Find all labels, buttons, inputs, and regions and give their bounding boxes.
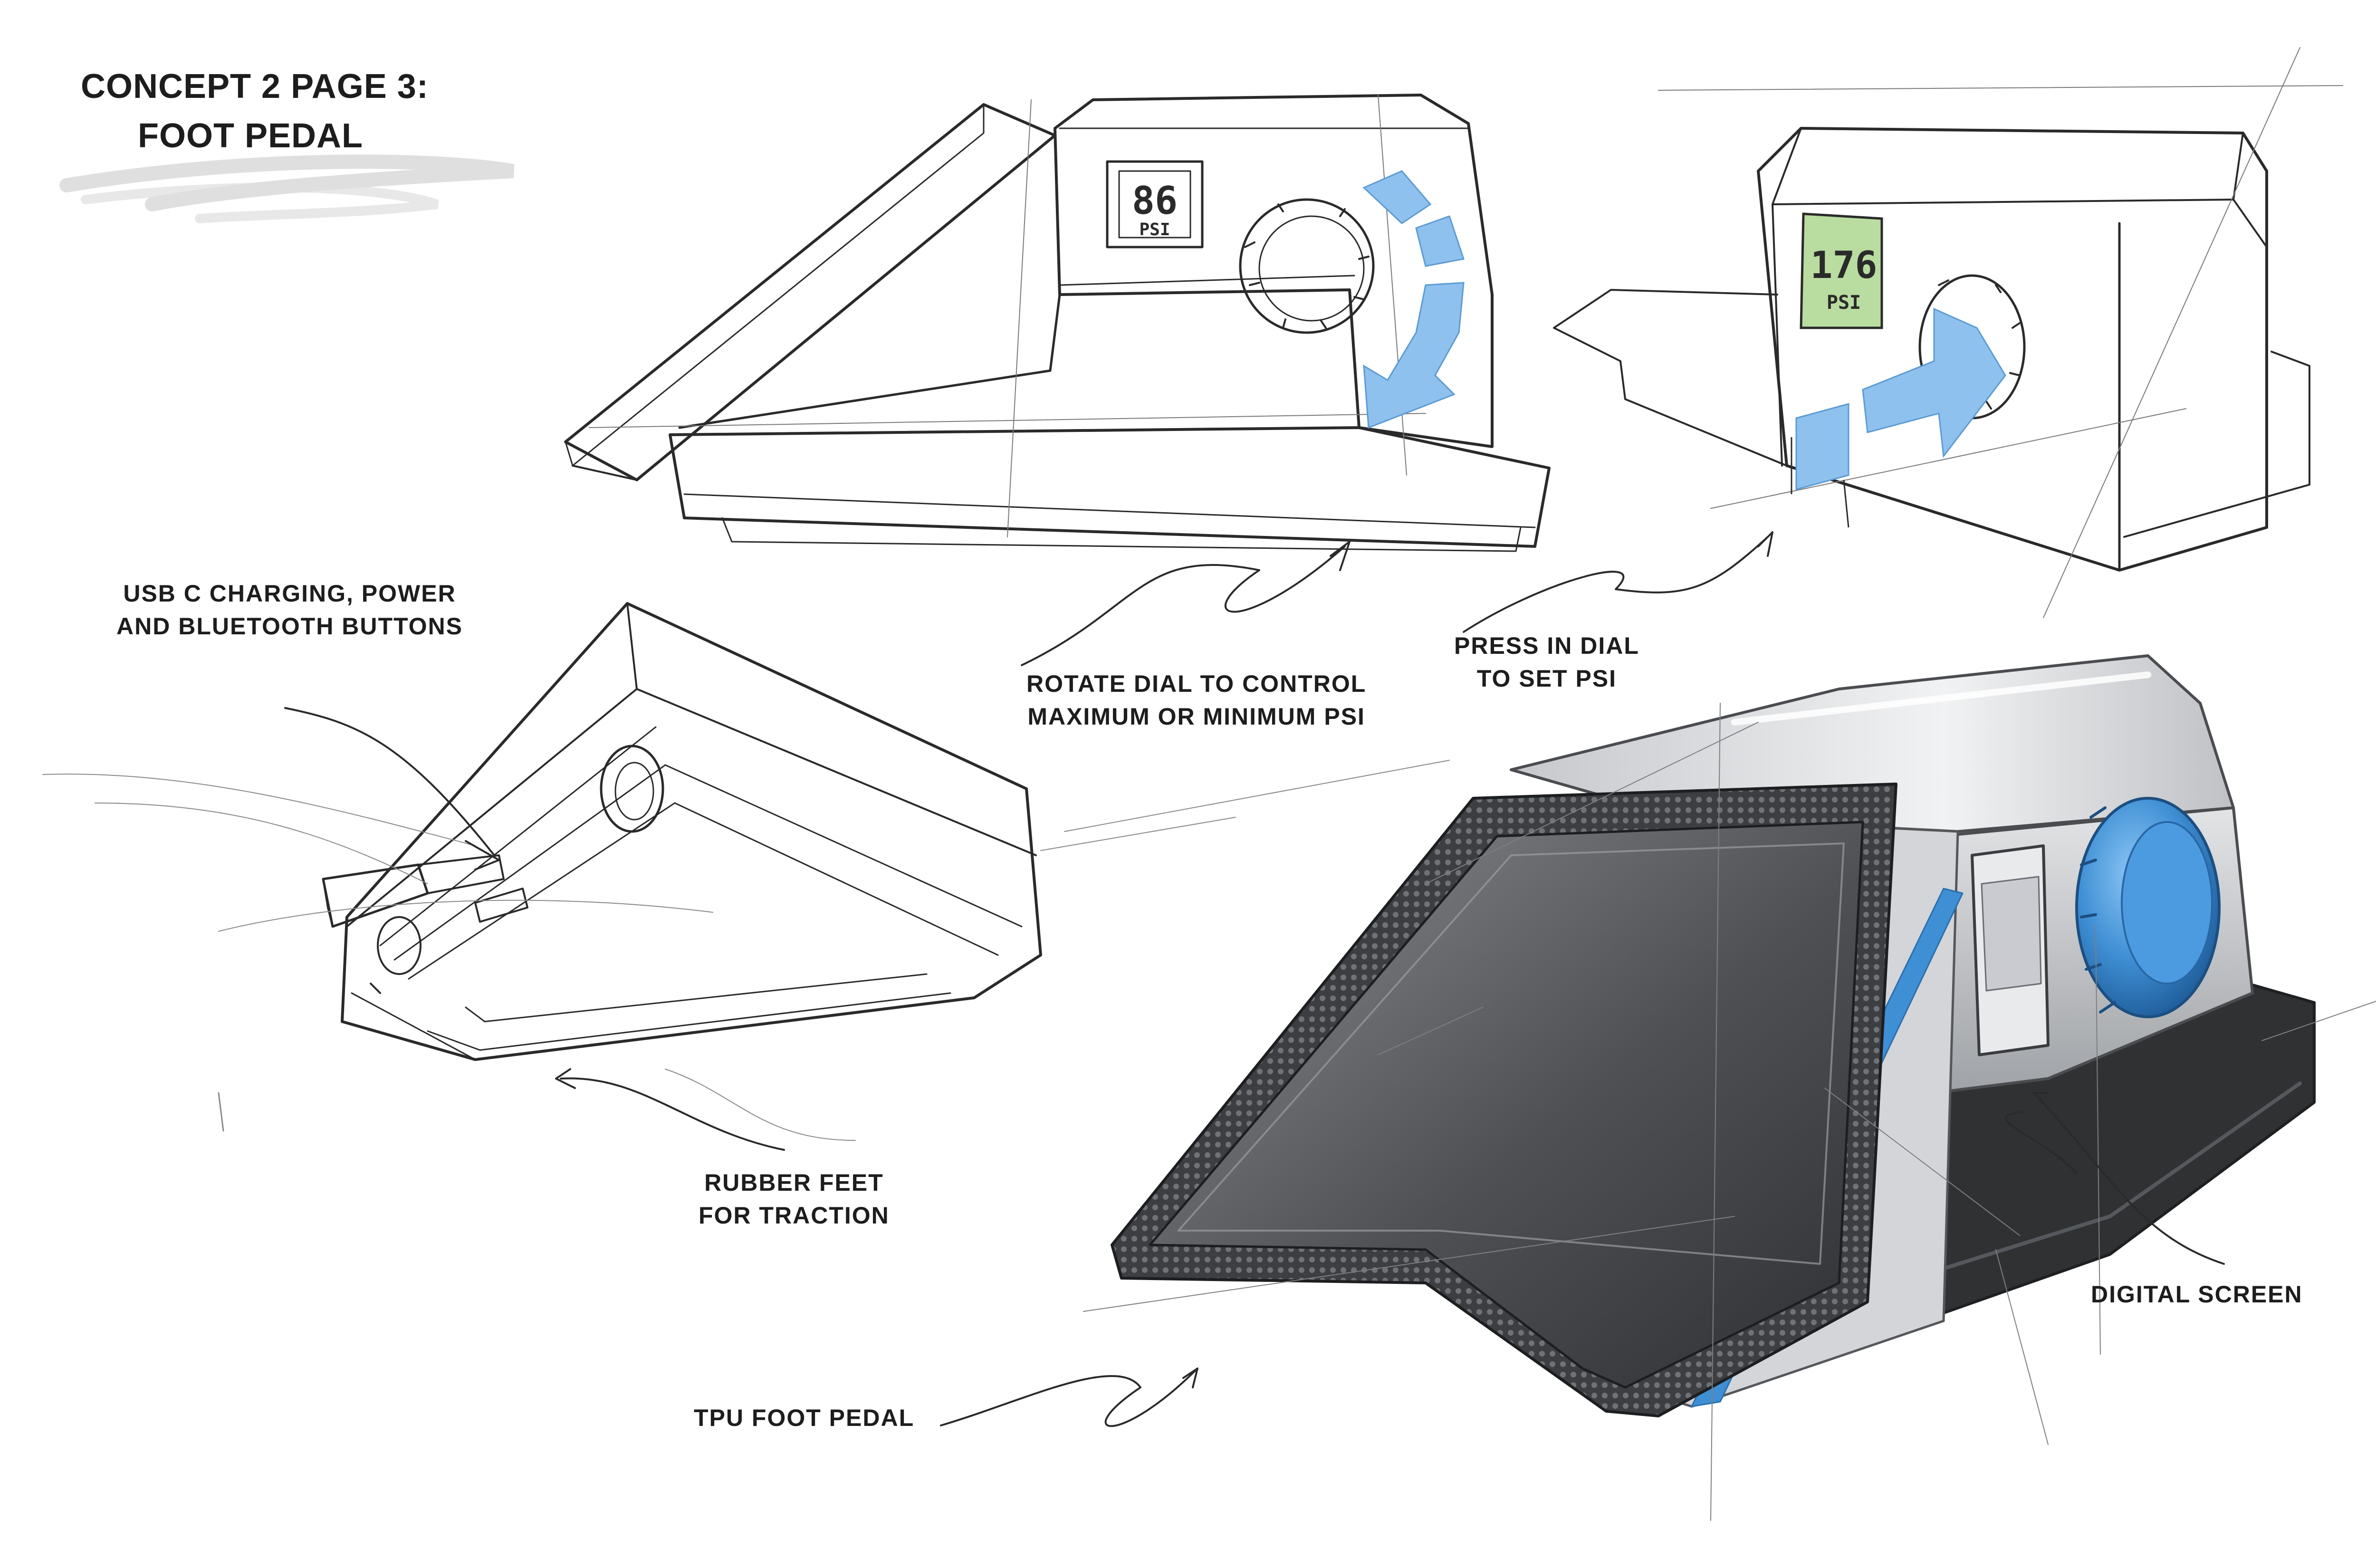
page-title: CONCEPT 2 PAGE 3: FOOT PEDAL <box>81 62 429 161</box>
callout-rotate-line-1: ROTATE DIAL TO CONTROL <box>1026 670 1367 697</box>
pedal-leader-arrow <box>940 1367 1198 1427</box>
knob-swoosh <box>2004 1111 2078 1175</box>
usb-leader-arrow <box>284 707 500 870</box>
callout-rubber-feet: RUBBER FEET FOR TRACTION <box>699 1166 890 1232</box>
leader-arrows <box>284 531 2225 1427</box>
callout-usb-charging: USB C CHARGING, POWER AND BLUETOOTH BUTT… <box>116 577 463 643</box>
rotate-leader-arrow <box>1021 541 1351 666</box>
psi-display-press: 176 PSI <box>1800 212 1883 329</box>
page-title-line-1: CONCEPT 2 PAGE 3: <box>81 67 429 105</box>
callout-press-line-2: TO SET PSI <box>1476 665 1617 692</box>
psi-unit-rotate: PSI <box>1139 220 1170 239</box>
psi-display-rotate: 86 PSI <box>1132 179 1178 239</box>
psi-unit-press: PSI <box>1827 292 1861 314</box>
callout-rotate-line-2: MAXIMUM OR MINIMUM PSI <box>1027 703 1365 730</box>
callout-usb-line-1: USB C CHARGING, POWER <box>123 580 456 607</box>
screen-leader-arrow <box>2033 1092 2225 1265</box>
title-brush-stroke <box>59 154 515 223</box>
press-arrow-marker <box>1791 307 2006 528</box>
feet-leader-arrow <box>555 1068 785 1151</box>
callout-feet-line-2: FOR TRACTION <box>699 1202 890 1229</box>
rendered-foot-pedal <box>1083 654 2376 1521</box>
callout-press-line-1: PRESS IN DIAL <box>1454 632 1639 659</box>
callout-press-dial: PRESS IN DIAL TO SET PSI <box>1454 630 1639 695</box>
psi-value-rotate: 86 <box>1132 179 1178 223</box>
sketch-rotate-dial-view <box>564 94 1551 552</box>
sketch-underside-view <box>42 602 1450 1141</box>
callout-pedal-line-1: TPU FOOT PEDAL <box>694 1405 915 1431</box>
callout-screen-line-1: DIGITAL SCREEN <box>2091 1281 2303 1308</box>
psi-value-press: 176 <box>1811 244 1878 287</box>
callout-usb-line-2: AND BLUETOOTH BUTTONS <box>116 613 463 640</box>
callout-tpu-foot-pedal: TPU FOOT PEDAL <box>694 1402 914 1434</box>
callout-digital-screen: DIGITAL SCREEN <box>2091 1278 2303 1311</box>
callout-rotate-dial: ROTATE DIAL TO CONTROL MAXIMUM OR MINIMU… <box>1026 668 1366 733</box>
rotate-arrow-marker <box>1362 170 1465 429</box>
press-leader-arrow <box>1463 531 1773 633</box>
callout-feet-line-1: RUBBER FEET <box>704 1169 884 1196</box>
sketch-press-dial-view <box>1553 47 2343 618</box>
page-title-line-2: FOOT PEDAL <box>138 117 363 155</box>
